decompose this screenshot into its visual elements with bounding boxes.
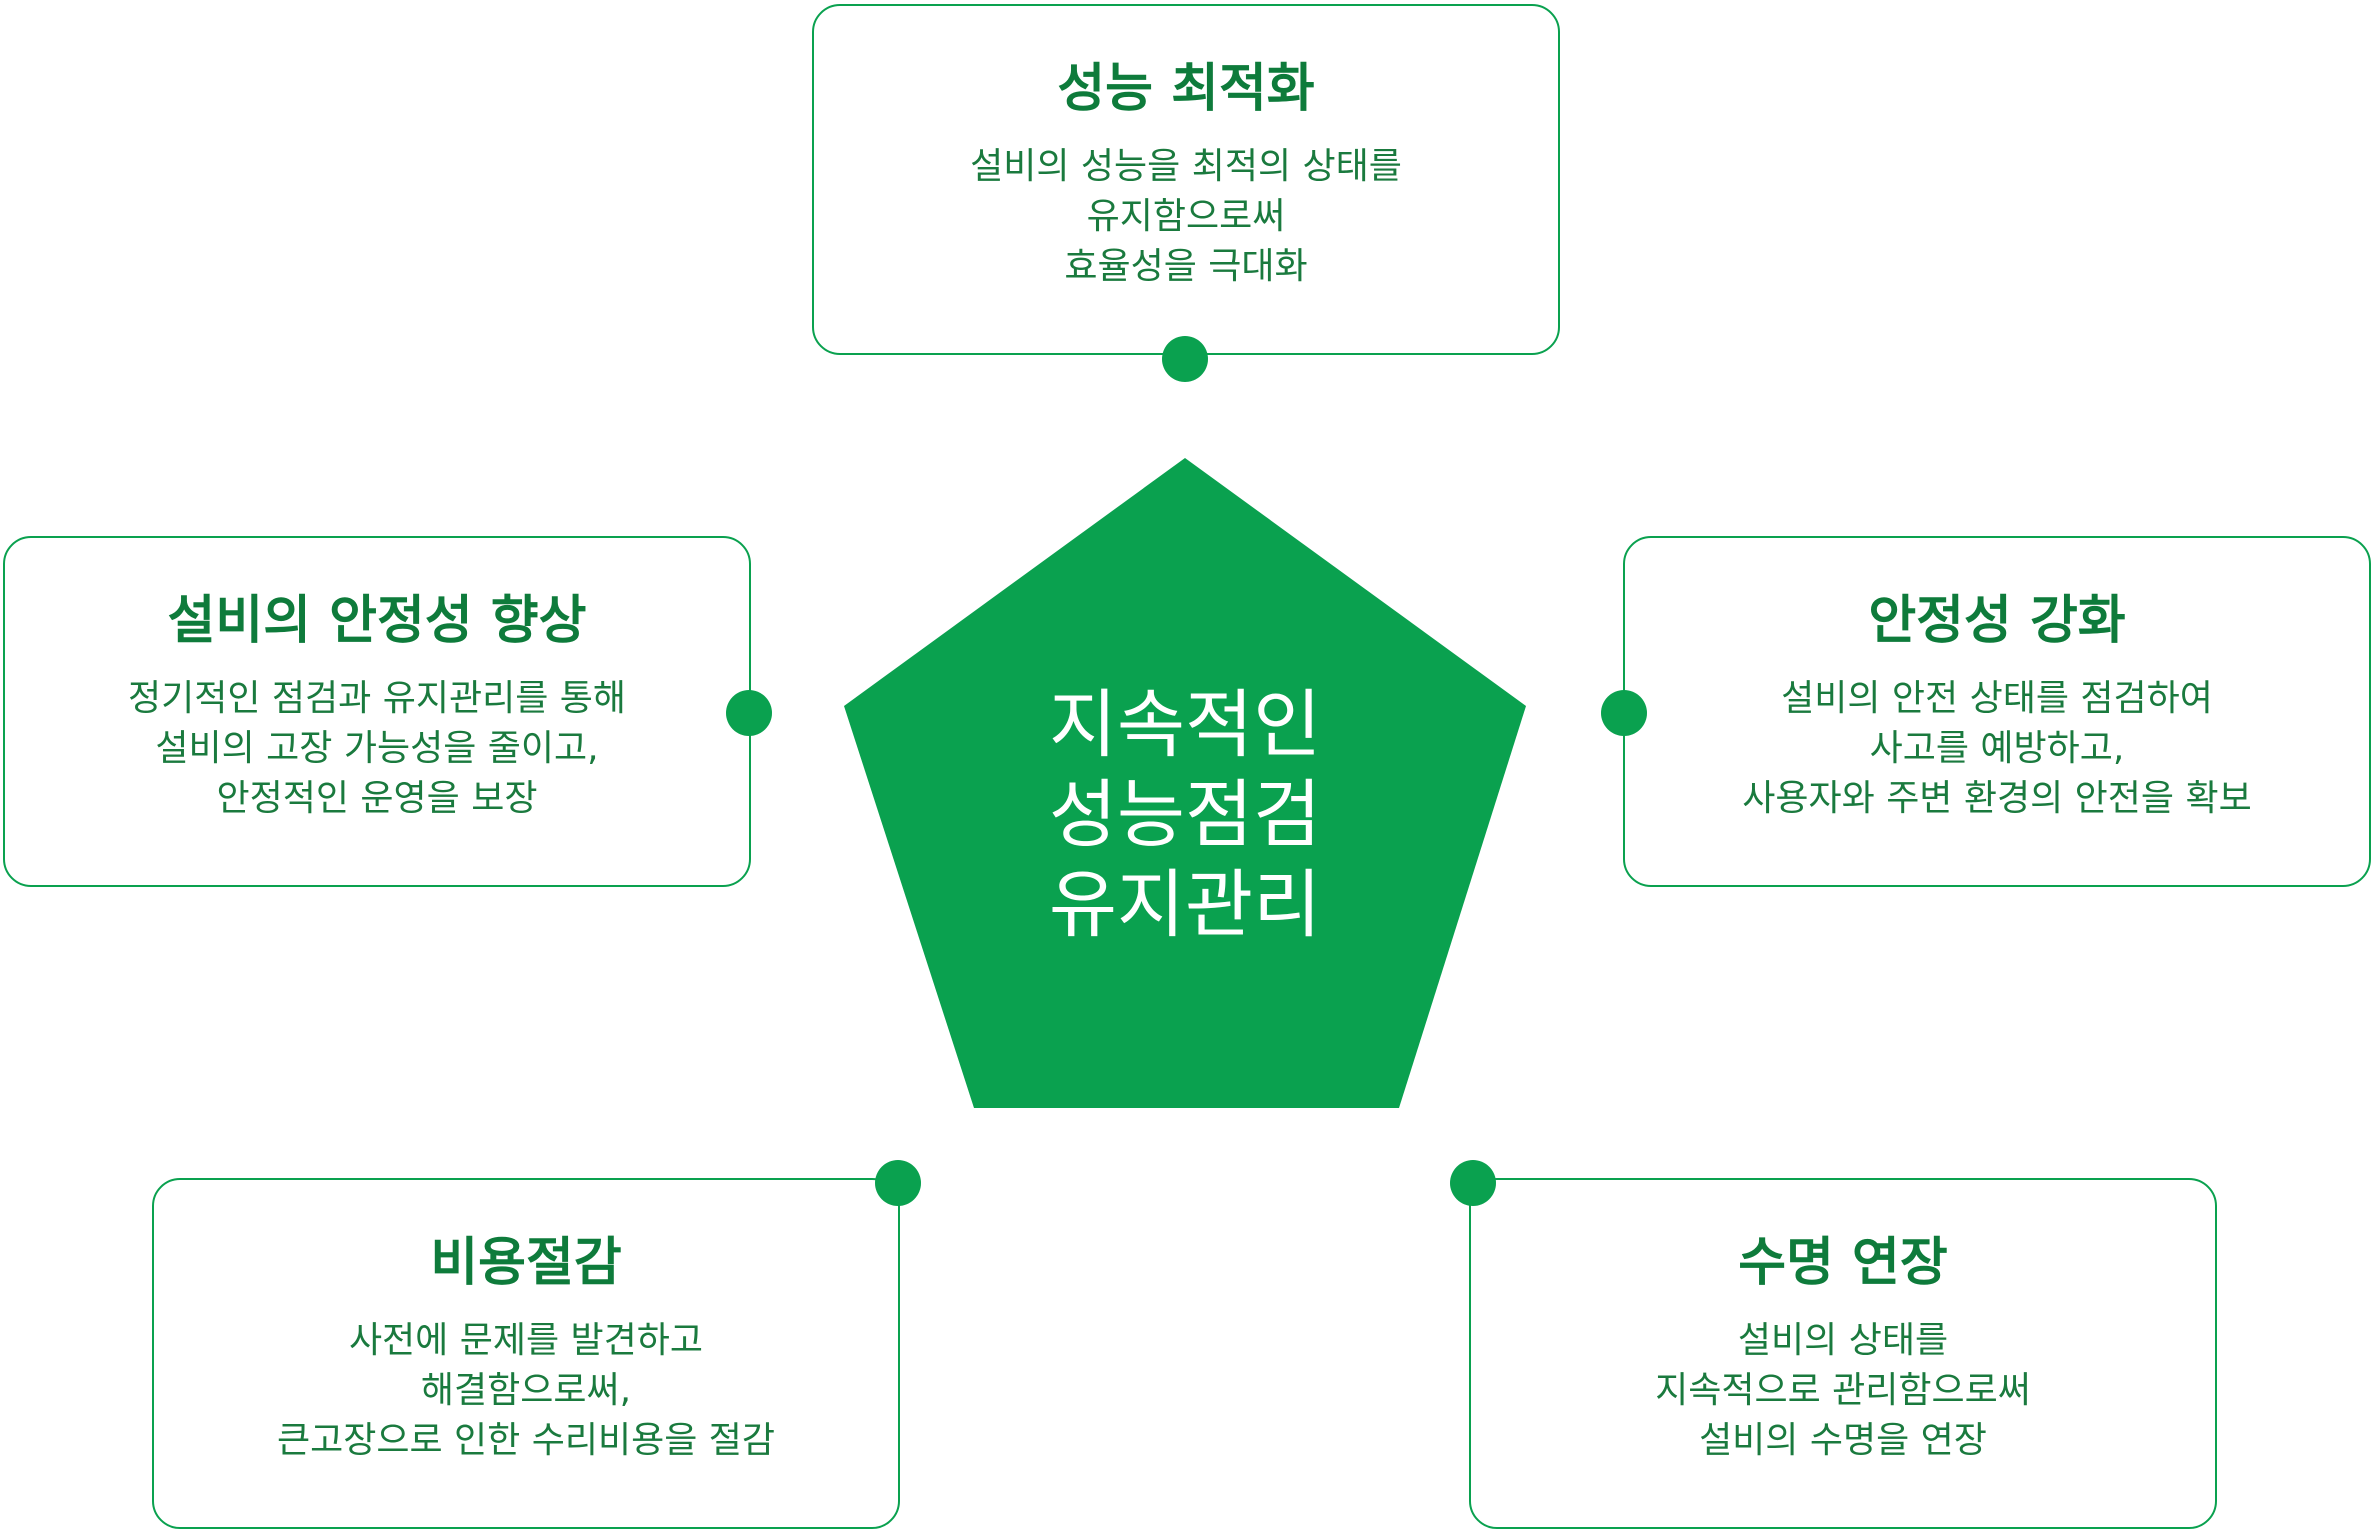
card-description: 설비의 안전 상태를 점검하여 사고를 예방하고, 사용자와 주변 환경의 안전… xyxy=(1742,674,2251,824)
card-description-line: 효율성을 극대화 xyxy=(1064,246,1308,288)
center-label-line: 유지관리 xyxy=(1048,862,1322,948)
card-safety-enhancement: 안정성 강화 설비의 안전 상태를 점검하여 사고를 예방하고, 사용자와 주변… xyxy=(1623,536,2371,887)
card-lifespan-extension: 수명 연장 설비의 상태를 지속적으로 관리함으로써 설비의 수명을 연장 xyxy=(1469,1178,2217,1529)
card-title: 성능 최적화 xyxy=(1057,59,1315,119)
card-description-line: 설비의 고장 가능성을 줄이고, xyxy=(155,728,599,770)
card-description: 설비의 성능을 최적의 상태를 유지함으로써 효율성을 극대화 xyxy=(970,142,1402,292)
card-performance-optimization: 성능 최적화 설비의 성능을 최적의 상태를 유지함으로써 효율성을 극대화 xyxy=(812,4,1560,355)
card-description-line: 사전에 문제를 발견하고 xyxy=(348,1320,704,1362)
card-description-line: 큰고장으로 인한 수리비용을 절감 xyxy=(276,1420,775,1462)
center-label-line: 성능점검 xyxy=(1048,772,1322,858)
connector-dot-top xyxy=(1162,336,1208,382)
center-label: 지속적인 성능점검 유지관리 xyxy=(985,680,1385,950)
card-title: 설비의 안정성 향상 xyxy=(167,591,587,651)
card-description-line: 설비의 안전 상태를 점검하여 xyxy=(1781,678,2213,720)
connector-dot-bottom-right xyxy=(1450,1160,1496,1206)
card-description-line: 설비의 상태를 xyxy=(1737,1320,1949,1362)
card-description-line: 사고를 예방하고, xyxy=(1869,728,2125,770)
card-description: 설비의 상태를 지속적으로 관리함으로써 설비의 수명을 연장 xyxy=(1655,1316,2031,1466)
card-description-line: 사용자와 주변 환경의 안전을 확보 xyxy=(1742,778,2252,820)
card-description-line: 설비의 성능을 최적의 상태를 xyxy=(970,146,1402,188)
card-description: 사전에 문제를 발견하고 해결함으로써, 큰고장으로 인한 수리비용을 절감 xyxy=(277,1316,775,1466)
card-description-line: 지속적으로 관리함으로써 xyxy=(1655,1370,2031,1412)
card-description-line: 안정적인 운영을 보장 xyxy=(216,778,538,820)
center-label-line: 지속적인 xyxy=(1048,682,1322,768)
connector-dot-bottom-left xyxy=(875,1160,921,1206)
connector-dot-left xyxy=(726,690,772,736)
card-description-line: 설비의 수명을 연장 xyxy=(1699,1420,1987,1462)
card-description: 정기적인 점검과 유지관리를 통해 설비의 고장 가능성을 줄이고, 안정적인 … xyxy=(128,674,626,824)
card-description-line: 정기적인 점검과 유지관리를 통해 xyxy=(127,678,626,720)
card-description-line: 유지함으로써 xyxy=(1086,196,1286,238)
card-title: 수명 연장 xyxy=(1738,1233,1948,1293)
card-title: 안정성 강화 xyxy=(1868,591,2126,651)
card-stability-improvement: 설비의 안정성 향상 정기적인 점검과 유지관리를 통해 설비의 고장 가능성을… xyxy=(3,536,751,887)
card-description-line: 해결함으로써, xyxy=(420,1370,632,1412)
card-title: 비용절감 xyxy=(430,1233,622,1293)
connector-dot-right xyxy=(1601,690,1647,736)
card-cost-saving: 비용절감 사전에 문제를 발견하고 해결함으로써, 큰고장으로 인한 수리비용을… xyxy=(152,1178,900,1529)
